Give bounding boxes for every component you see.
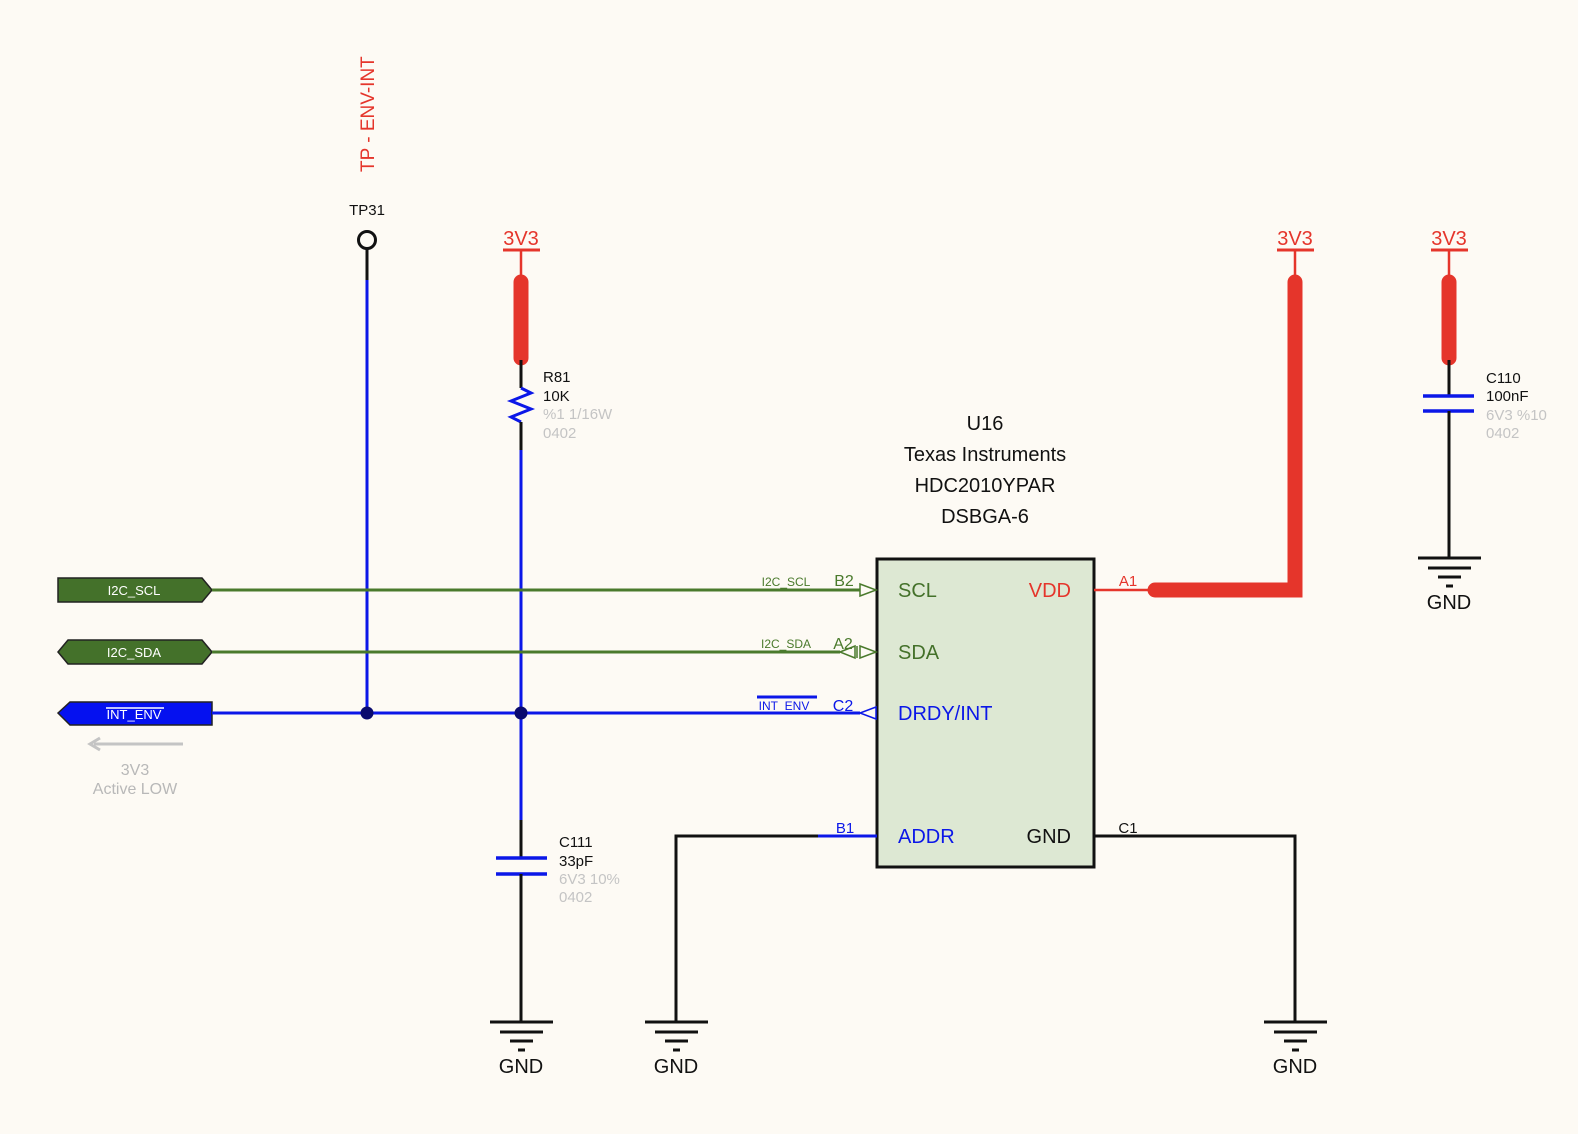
pin-name: VDD [1029,580,1071,602]
resistor-icon [506,386,536,424]
pin-name: DRDY/INT [898,703,992,725]
port-i2c-sda[interactable]: I2C_SDA [57,639,213,665]
port-label: INT_ENV [107,707,162,722]
port-label: I2C_SDA [107,645,162,660]
wire-net-label-sda: I2C_SDA [761,637,811,651]
arrow-head [87,736,101,752]
c110-package: 0402 [1486,425,1519,442]
port-int-env[interactable]: INT_ENV [56,701,213,726]
power-trace-vdd[interactable] [1147,274,1303,598]
ground-label: GND [499,1056,543,1078]
power-port-vdd: 3V3 [1277,228,1314,278]
pin-sda[interactable]: A2 SDA [833,636,940,664]
pin-gnd[interactable]: C1 GND [1027,820,1155,848]
pin-vdd[interactable]: A1 VDD [1029,573,1152,602]
u16-designator: U16 [967,413,1004,435]
junction-dot-tp31 [360,706,374,720]
port-output-icon [57,577,213,603]
pin-name: SCL [898,580,937,602]
u16-part-number: HDC2010YPAR [915,475,1056,497]
pin-number: C2 [833,698,854,715]
r81-spec: %1 1/16W [543,406,613,423]
annotation-line-1: 3V3 [121,762,150,779]
testpoint-designator: TP31 [349,202,385,219]
c110-spec: 6V3 %10 [1486,407,1547,424]
pin-name: ADDR [898,826,955,848]
power-port-r81: 3V3 [503,228,540,366]
pin-input-arrow-icon [859,644,879,660]
pin-name: SDA [898,642,940,664]
pin-output-arrow-icon [857,705,877,721]
ground-symbol-c111: GND [490,1020,553,1078]
ground-label: GND [1427,592,1471,614]
port-label: I2C_SCL [108,583,161,598]
testpoint-tp31[interactable]: TP - ENV-INT TP31 [349,56,385,280]
c111-package: 0402 [559,889,592,906]
c110-value: 100nF [1486,388,1529,405]
pin-output-arrow-icon [837,644,856,660]
pin-number: B2 [834,573,854,590]
power-label-c110: 3V3 [1431,228,1467,250]
capacitor-c110[interactable]: C110 100nF 6V3 %10 0402 [1423,360,1547,558]
ground-symbol-c110: GND [1418,556,1481,614]
wire-net-label-scl: I2C_SCL [762,575,811,589]
pin-scl[interactable]: B2 SCL [834,573,937,602]
pin-number: A1 [1119,573,1137,590]
pin-addr[interactable]: B1 ADDR [818,820,955,848]
c110-designator: C110 [1486,370,1521,387]
u16-manufacturer: Texas Instruments [904,444,1066,466]
u16-package: DSBGA-6 [941,506,1029,528]
ground-symbol-ic: GND [1264,1020,1327,1078]
c111-spec: 6V3 10% [559,871,620,888]
power-label-vdd: 3V3 [1277,228,1313,250]
pin-number: C1 [1118,820,1137,837]
wire-net-label-int: INT_ENV [759,699,810,713]
pin-name: GND [1027,826,1071,848]
c111-value: 33pF [559,853,593,870]
ground-symbol-addr: GND [645,1020,708,1078]
ground-label: GND [1273,1056,1317,1078]
testpoint-pad-icon [357,230,377,250]
r81-designator: R81 [543,369,571,386]
resistor-r81[interactable]: R81 10K %1 1/16W 0402 [506,360,613,450]
ic-u16[interactable]: U16 Texas Instruments HDC2010YPAR DSBGA-… [818,413,1155,869]
r81-value: 10K [543,388,570,405]
testpoint-net-label: TP - ENV-INT [358,56,379,172]
annotation-line-2: Active LOW [93,781,178,798]
junction-dot-r81 [514,706,528,720]
ground-label: GND [654,1056,698,1078]
capacitor-c111[interactable]: C111 33pF 6V3 10% 0402 [496,820,620,1022]
r81-package: 0402 [543,425,576,442]
ic-body [875,557,1096,869]
int-annotation: 3V3 Active LOW [87,736,183,798]
port-i2c-scl[interactable]: I2C_SCL [57,577,213,603]
c111-designator: C111 [559,834,593,851]
pin-input-arrow-icon [859,582,879,598]
pin-number: B1 [836,820,854,837]
power-port-c110: 3V3 [1431,228,1468,366]
wire-addr-gnd[interactable] [674,834,818,1022]
pin-drdy-int[interactable]: C2 DRDY/INT [833,698,993,725]
power-label-r81: 3V3 [503,228,539,250]
wire-gnd-gnd[interactable] [1155,834,1297,1022]
